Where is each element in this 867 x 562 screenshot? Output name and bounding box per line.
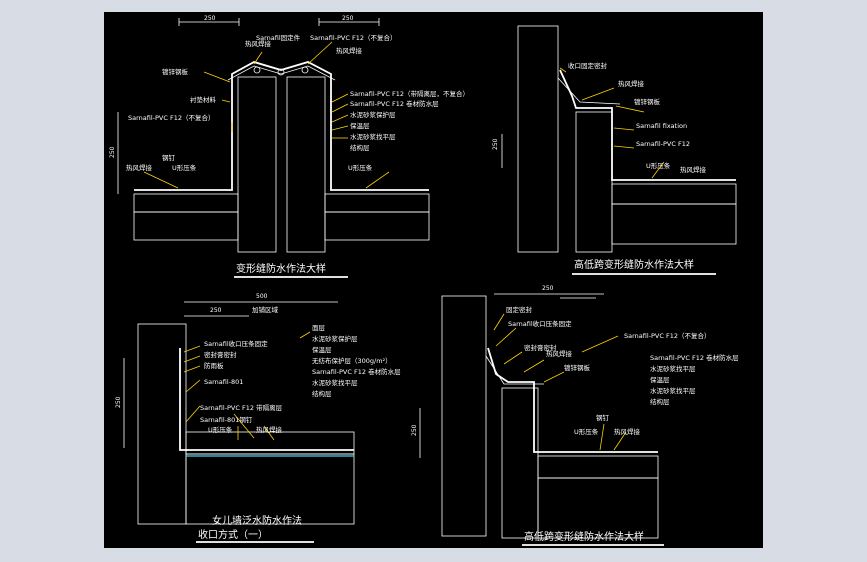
label4-fixed-seal: 固定密封 (506, 305, 533, 314)
label-screed: 水泥砂浆找平层 (350, 132, 396, 141)
label3-u-bar: U形压条 (208, 425, 233, 434)
layer4-2: 保温层 (650, 375, 670, 384)
label-backer: 衬垫材料 (190, 95, 217, 104)
layer3-1: 水泥砂浆保护层 (312, 334, 358, 343)
label-hot-air-weld-1: 热风焊接 (245, 39, 272, 48)
title-detail-1: 变形缝防水作法大样 (236, 262, 326, 275)
label-pvc-nonreinforced: Sarnafil-PVC F12（不复合） (310, 33, 397, 42)
label4-galv: 镀锌钢板 (564, 363, 591, 372)
layer3-0: 面层 (312, 324, 326, 332)
subtitle-detail-3: 收口方式（一） (198, 528, 268, 541)
layer-list-4: Sarnafil-PVC F12 卷材防水层 水泥砂浆找平层 保温层 水泥砂浆找… (650, 353, 739, 406)
label3-range: 加铺区域 (252, 305, 279, 314)
slab-2 (611, 203, 737, 245)
label2-weld-1: 热风焊接 (618, 79, 645, 88)
galvanized-sheet-2 (557, 77, 621, 105)
label4-pvc-top: Sarnafil-PVC F12（不复合） (624, 331, 711, 340)
title-detail-3: 女儿墙泛水防水作法 (212, 514, 302, 527)
layer3-3: 无纺布保护层（300g/m²） (312, 356, 392, 365)
detail-high-low-joint-2: 250 250 固定密封 Sarnafil收口压条固定 密封膏密封 热风焊接 镀… (411, 285, 739, 546)
label4-terminate: Sarnafil收口压条固定 (508, 319, 572, 328)
label2-pvc: Sarnafil-PVC F12 (636, 140, 690, 148)
label4-weld-2: 热风焊接 (614, 427, 641, 436)
wall-right (286, 76, 326, 253)
insulation-2 (611, 183, 737, 205)
insulation-left (133, 193, 239, 213)
label2-weld-2: 热风焊接 (680, 165, 707, 174)
galvanized-cap (227, 65, 336, 81)
layer4-3: 水泥砂浆找平层 (650, 386, 696, 395)
galv-sheet-4 (485, 355, 544, 385)
layer3-6: 结构层 (312, 389, 332, 398)
layer3-4: Sarnafil-PVC F12 卷材防水层 (312, 367, 401, 376)
layer4-4: 结构层 (650, 397, 670, 406)
high-wall-4 (441, 295, 487, 537)
dim3-250: 250 (210, 307, 222, 314)
slab-3 (185, 453, 355, 525)
drawing-canvas: 250 250 250 热风焊接 Sarnafil固定件 Sarnafil-PV… (109, 15, 739, 546)
label2-u-bar: U形压条 (646, 161, 671, 170)
label4-nail: 钢钉 (596, 413, 610, 422)
high-wall (517, 25, 559, 253)
layer4-0: Sarnafil-PVC F12 卷材防水层 (650, 353, 739, 362)
label-insulation: 保温层 (350, 121, 370, 130)
layer4-1: 水泥砂浆找平层 (650, 364, 696, 373)
label2-fixation: Sarnafil fixation (636, 122, 687, 130)
label-pvc-left: Sarnafil-PVC F12（不复合） (128, 113, 215, 122)
layer3-5: 水泥砂浆找平层 (312, 378, 358, 387)
label-pvc-release: Sarnafil-PVC F12（带隔离层，不复合） (350, 89, 469, 98)
insulation-4 (537, 455, 659, 479)
label3-terminate: Sarnafil收口压条固定 (204, 339, 268, 348)
dim-250-a: 250 (204, 15, 216, 22)
cad-viewport[interactable]: 250 250 250 热风焊接 Sarnafil固定件 Sarnafil-PV… (104, 12, 763, 548)
title-detail-2: 高低跨变形缝防水作法大样 (574, 258, 694, 271)
dim3-250-v: 250 (115, 396, 122, 408)
label-hot-air-weld-3: 热风焊接 (126, 163, 153, 172)
dim4-250-v: 250 (411, 424, 418, 436)
label-galv-sheet: 镀锌钢板 (162, 67, 189, 76)
label3-weld: 热风焊接 (256, 425, 283, 434)
layer3-2: 保温层 (312, 345, 332, 354)
label-hot-air-weld-2: 热风焊接 (336, 46, 363, 55)
label3-sealant: 密封膏密封 (204, 350, 237, 359)
label4-weld-1: 热风焊接 (546, 349, 573, 358)
label-nail: 钢钉 (162, 153, 176, 162)
label-structure: 结构层 (350, 143, 370, 152)
dim-250-v: 250 (109, 146, 116, 158)
layer-list-3: 面层 水泥砂浆保护层 保温层 无纺布保护层（300g/m²） Sarnafil-… (312, 324, 401, 398)
label3-pvc801: Sarnafil-801 (204, 378, 243, 386)
label-fixed-strip: Sarnafil固定件 (256, 33, 301, 42)
detail-parapet-flashing: 500 250 加铺区域 250 Sarnafil收口压条固定 密封膏密封 防雨… (115, 293, 401, 543)
insulation-right (324, 193, 430, 213)
membrane-line (134, 61, 429, 191)
dim4-250: 250 (542, 285, 554, 292)
low-wall-4 (501, 387, 539, 539)
label2-galv: 镀锌钢板 (634, 97, 661, 106)
membrane-line-3 (179, 348, 354, 451)
dim-250-b: 250 (342, 15, 354, 22)
label3-pvc-release: Sarnafil-PVC F12 带隔离层 (200, 403, 283, 412)
slab-4 (537, 477, 659, 539)
wall-left (237, 76, 277, 253)
detail-high-low-joint: 250 收口固定密封 热风焊接 镀锌钢板 Sarnafil fixation S… (492, 25, 737, 299)
label4-sealant: 密封膏密封 (524, 343, 557, 352)
title-detail-4: 高低跨变形缝防水作法大样 (524, 530, 644, 543)
detail-expansion-joint: 250 250 250 热风焊接 Sarnafil固定件 Sarnafil-PV… (109, 15, 469, 278)
dim2-250: 250 (492, 138, 499, 150)
low-wall (575, 111, 613, 253)
label3-nail: Sarnafil-801钢钉 (200, 415, 253, 424)
label-u-bar-right: U形压条 (348, 163, 373, 172)
label4-u-bar: U形压条 (574, 427, 599, 436)
label-seal: 收口固定密封 (568, 61, 608, 70)
slab-left (133, 211, 239, 241)
parapet-wall (137, 323, 187, 525)
dim3-500: 500 (256, 293, 268, 300)
slab-right (324, 211, 430, 241)
label3-drip: 防雨板 (204, 361, 224, 370)
label-pvc-membrane: Sarnafil-PVC F12 卷材防水层 (350, 99, 439, 108)
dimension-lines: 250 250 250 (109, 15, 380, 194)
label-u-bar-left: U形压条 (172, 163, 197, 172)
label-cement-protect: 水泥砂浆保护层 (350, 110, 396, 119)
